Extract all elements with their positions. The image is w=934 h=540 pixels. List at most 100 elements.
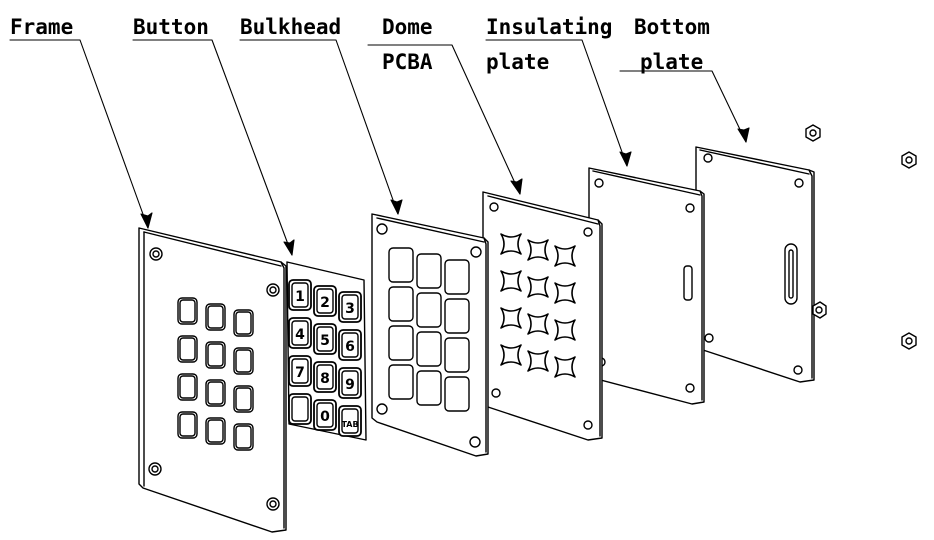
label-bottom-plate: plate bbox=[640, 50, 704, 74]
mounting-hole bbox=[594, 178, 604, 188]
keypad-button-label: 2 bbox=[320, 295, 330, 311]
label-pcba: PCBA bbox=[382, 50, 433, 74]
label-insulating: Insulating bbox=[486, 15, 613, 39]
bulkhead-window bbox=[416, 331, 442, 367]
keypad-button-label: 9 bbox=[345, 377, 355, 393]
leader-dome-pcba bbox=[367, 44, 521, 195]
metal-dome bbox=[554, 282, 576, 304]
mounting-hole bbox=[685, 383, 695, 393]
mounting-hole bbox=[266, 283, 280, 297]
keypad-button[interactable]: 6 bbox=[338, 329, 362, 361]
insulating-plate bbox=[588, 167, 705, 405]
keypad-button[interactable]: 9 bbox=[338, 367, 362, 399]
dome-pcba bbox=[482, 191, 603, 441]
bulkhead-windows bbox=[388, 247, 470, 412]
frame-key-opening bbox=[205, 417, 226, 445]
leader-bottom-plate bbox=[619, 70, 747, 143]
metal-dome bbox=[500, 233, 522, 255]
frame-key-opening bbox=[177, 411, 198, 439]
keypad-button[interactable]: TAB bbox=[338, 405, 362, 437]
mounting-hole bbox=[148, 462, 162, 476]
bulkhead-window bbox=[388, 325, 414, 361]
bulkhead-window bbox=[388, 247, 414, 283]
bulkhead-window bbox=[444, 376, 470, 412]
keypad-button[interactable]: 3 bbox=[338, 291, 362, 323]
mounting-hole bbox=[583, 227, 593, 237]
keypad-button[interactable] bbox=[288, 393, 312, 425]
frame-key-openings bbox=[177, 297, 254, 451]
label-frame: Frame bbox=[10, 15, 74, 39]
keypad-button-label: 3 bbox=[345, 301, 355, 317]
mounting-hole bbox=[703, 153, 713, 163]
arrow-head bbox=[737, 127, 750, 143]
mounting-hole bbox=[376, 223, 388, 235]
frame-key-opening bbox=[233, 309, 254, 337]
keypad-button[interactable]: 8 bbox=[313, 361, 337, 393]
frame bbox=[138, 227, 287, 533]
arrow-head bbox=[283, 239, 295, 256]
frame-key-opening bbox=[205, 341, 226, 369]
leader-bulkhead bbox=[239, 39, 399, 215]
keypad-button-label: 4 bbox=[295, 327, 305, 343]
leader-lines bbox=[9, 39, 750, 256]
metal-dome bbox=[500, 307, 522, 329]
bulkhead-window bbox=[388, 364, 414, 400]
bulkhead-window bbox=[388, 286, 414, 322]
bottom-plate bbox=[695, 146, 815, 383]
mounting-hole bbox=[793, 365, 803, 375]
keypad-button-label: 7 bbox=[295, 365, 305, 381]
metal-dome bbox=[527, 239, 549, 261]
nut bbox=[901, 151, 917, 169]
keypad-button-label: TAB bbox=[341, 420, 358, 429]
mounting-hole bbox=[149, 247, 163, 261]
nut bbox=[812, 301, 827, 319]
mounting-hole bbox=[489, 202, 499, 212]
keypad-button[interactable]: 2 bbox=[313, 285, 337, 317]
arrow-head bbox=[390, 199, 403, 215]
frame-key-opening bbox=[177, 335, 198, 363]
label-bulkhead: Bulkhead bbox=[240, 15, 342, 39]
mounting-hole bbox=[491, 388, 501, 398]
keypad-button-label: 1 bbox=[295, 289, 305, 305]
label-insulating-plate: plate bbox=[486, 50, 550, 74]
bulkhead-window bbox=[444, 259, 470, 295]
leader-frame bbox=[9, 39, 149, 229]
frame-key-opening bbox=[177, 373, 198, 401]
mounting-hole bbox=[704, 333, 714, 343]
label-bottom: Bottom bbox=[634, 15, 710, 39]
leader-button bbox=[132, 39, 293, 256]
keypad-button-label: 0 bbox=[320, 409, 330, 425]
mounting-hole bbox=[794, 178, 804, 188]
cable-slot bbox=[784, 243, 798, 305]
nut bbox=[901, 332, 917, 350]
frame-key-opening bbox=[205, 379, 226, 407]
nut bbox=[805, 124, 821, 142]
keypad-button[interactable]: 4 bbox=[288, 317, 312, 349]
metal-dome bbox=[527, 313, 549, 335]
keypad-button-label: 8 bbox=[320, 371, 330, 387]
metal-dome bbox=[500, 344, 522, 366]
metal-dome bbox=[527, 350, 549, 372]
bulkhead-window bbox=[444, 298, 470, 334]
frame-key-opening bbox=[233, 385, 254, 413]
frame-key-opening bbox=[177, 297, 198, 325]
keypad-button[interactable]: 0 bbox=[313, 399, 337, 431]
keypad-button[interactable]: 7 bbox=[288, 355, 312, 387]
keypad-button-label: 5 bbox=[320, 333, 330, 349]
arrow-head bbox=[510, 178, 523, 195]
bulkhead bbox=[371, 213, 489, 457]
cable-slot bbox=[683, 265, 693, 301]
frame-key-opening bbox=[233, 347, 254, 375]
metal-dome bbox=[527, 276, 549, 298]
dome-grid bbox=[500, 233, 576, 378]
mounting-hole bbox=[266, 497, 280, 511]
bulkhead-window bbox=[416, 292, 442, 328]
frame-key-opening bbox=[205, 303, 226, 331]
keypad-button[interactable]: 5 bbox=[313, 323, 337, 355]
label-button: Button bbox=[133, 15, 209, 39]
keypad-button[interactable]: 1 bbox=[288, 279, 312, 311]
mounting-hole bbox=[685, 203, 695, 213]
mounting-hole bbox=[470, 246, 482, 258]
